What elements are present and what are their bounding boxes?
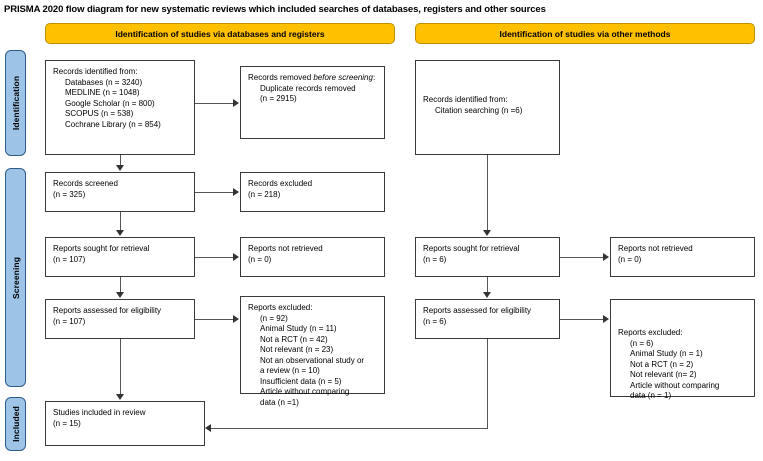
connector-assessed2-to-included-vertical [487, 339, 488, 429]
reports-sought-2-heading: Reports sought for retrieval [423, 244, 520, 253]
box-reports-not-retrieved-other: Reports not retrieved (n = 0) [610, 237, 755, 277]
column-header-other-methods: Identification of studies via other meth… [415, 23, 755, 44]
arrowhead-assessed2-to-excluded2 [603, 315, 609, 323]
reports-excluded-item: data (n =1) [260, 397, 299, 407]
arrowhead-assessed-to-included [116, 394, 124, 400]
records-screened-heading: Records screened [53, 179, 118, 188]
connector-identified-to-removed [195, 103, 234, 104]
citation-searching-heading: Records identified from: [423, 95, 508, 104]
stage-tab-included-label: Included [10, 406, 21, 442]
reports-excluded-item: (n = 92) [260, 313, 288, 323]
box-reports-excluded-other: Reports excluded: (n = 6) Animal Study (… [610, 299, 755, 400]
records-removed-heading-tail: : [372, 73, 376, 82]
records-removed-heading: Records removed before screening: [248, 73, 377, 84]
arrowhead-identified-to-screened [116, 165, 124, 171]
connector-assessed2-to-included-horizontal [211, 428, 488, 429]
reports-excluded-2-item: Not a RCT (n = 2) [630, 359, 694, 369]
records-screened-count: (n = 325) [53, 189, 86, 199]
connector-assessed-to-included [120, 339, 121, 395]
column-header-databases: Identification of studies via databases … [45, 23, 395, 44]
reports-excluded-2-item: Not relevant (n= 2) [630, 370, 697, 380]
stage-tab-included: Included [5, 397, 26, 451]
connector-assessed-to-excluded [195, 319, 234, 320]
records-identified-item: SCOPUS (n = 538) [65, 109, 134, 119]
reports-assessed-2-heading: Reports assessed for eligibility [423, 306, 532, 315]
arrowhead-sought-to-assessed [116, 292, 124, 298]
reports-assessed-heading: Reports assessed for eligibility [53, 306, 162, 315]
box-reports-sought-for-retrieval: Reports sought for retrieval (n = 107) [45, 237, 195, 277]
box-records-removed: Records removed before screening: Duplic… [240, 66, 385, 139]
reports-excluded-2-item: data (n = 1) [630, 391, 672, 401]
reports-not-retrieved-2-heading: Reports not retrieved [618, 244, 693, 253]
reports-excluded-item: a review (n = 10) [260, 366, 320, 376]
reports-assessed-count: (n = 107) [53, 316, 86, 326]
stage-tab-identification: Identification [5, 50, 26, 156]
reports-sought-heading: Reports sought for retrieval [53, 244, 150, 253]
reports-not-retrieved-count: (n = 0) [248, 254, 272, 264]
citation-searching-item: Citation searching (n =6) [435, 105, 523, 115]
arrowhead-screened-to-sought [116, 230, 124, 236]
records-identified-item: Databases (n = 3240) [65, 77, 143, 87]
reports-excluded-2-heading: Reports excluded: [618, 328, 683, 337]
arrowhead-sought2-to-not-retrieved2 [603, 253, 609, 261]
reports-not-retrieved-2-count: (n = 0) [618, 254, 642, 264]
connector-identified-to-screened [120, 155, 121, 166]
records-removed-item: Duplicate records removed [260, 83, 356, 93]
stage-tab-screening-label: Screening [10, 256, 21, 299]
arrowhead-sought-to-not-retrieved [233, 253, 239, 261]
reports-not-retrieved-heading: Reports not retrieved [248, 244, 323, 253]
arrowhead-screened-to-excluded [233, 188, 239, 196]
connector-screened-to-excluded [195, 192, 234, 193]
reports-excluded-2-item: (n = 6) [630, 338, 654, 348]
reports-excluded-item: Article without comparing [260, 387, 350, 397]
records-excluded-heading: Records excluded [248, 179, 313, 188]
connector-sought-to-assessed [120, 277, 121, 293]
studies-included-heading: Studies included in review [53, 408, 146, 417]
box-reports-assessed-for-eligibility-other: Reports assessed for eligibility (n = 6) [415, 299, 560, 339]
box-records-excluded: Records excluded (n = 218) [240, 172, 385, 212]
reports-excluded-item: Not an observational study or [260, 355, 365, 365]
box-reports-excluded: Reports excluded: (n = 92) Animal Study … [240, 296, 385, 407]
arrowhead-citation-to-sought2 [483, 230, 491, 236]
box-reports-not-retrieved: Reports not retrieved (n = 0) [240, 237, 385, 277]
records-identified-heading: Records identified from: [53, 67, 138, 76]
stage-tab-screening: Screening [5, 168, 26, 387]
reports-sought-count: (n = 107) [53, 254, 86, 264]
records-identified-item: MEDLINE (n = 1048) [65, 88, 140, 98]
box-studies-included-in-review: Studies included in review (n = 15) [45, 401, 205, 446]
records-excluded-count: (n = 218) [248, 189, 281, 199]
reports-excluded-item: Not relevant (n = 23) [260, 345, 334, 355]
reports-excluded-2-item: Animal Study (n = 1) [630, 349, 703, 359]
page-title: PRISMA 2020 flow diagram for new systema… [4, 4, 546, 15]
connector-sought2-to-not-retrieved2 [560, 257, 604, 258]
reports-excluded-item: Not a RCT (n = 42) [260, 334, 328, 344]
stage-tab-identification-label: Identification [10, 75, 21, 131]
reports-excluded-item: Animal Study (n = 11) [260, 324, 337, 334]
box-records-identified: Records identified from: Databases (n = … [45, 60, 195, 155]
records-removed-item: (n = 2915) [260, 94, 297, 104]
connector-sought2-to-assessed2 [487, 277, 488, 293]
records-removed-heading-plain: Records removed [248, 73, 314, 82]
reports-excluded-2-item: Article without comparing [630, 380, 720, 390]
arrowhead-assessed-to-excluded [233, 315, 239, 323]
arrowhead-sought2-to-assessed2 [483, 292, 491, 298]
studies-included-count: (n = 15) [53, 418, 81, 428]
records-identified-item: Cochrane Library (n = 854) [65, 119, 161, 129]
reports-assessed-2-count: (n = 6) [423, 316, 447, 326]
box-citation-searching: Records identified from: Citation search… [415, 60, 560, 155]
connector-citation-to-sought2 [487, 155, 488, 231]
connector-screened-to-sought [120, 212, 121, 231]
box-records-screened: Records screened (n = 325) [45, 172, 195, 212]
reports-sought-2-count: (n = 6) [423, 254, 447, 264]
connector-assessed2-to-excluded2 [560, 319, 604, 320]
box-reports-assessed-for-eligibility: Reports assessed for eligibility (n = 10… [45, 299, 195, 339]
arrowhead-identified-to-removed [233, 99, 239, 107]
reports-excluded-heading: Reports excluded: [248, 303, 313, 312]
records-removed-heading-italic: before screening [313, 73, 373, 82]
box-reports-sought-for-retrieval-other: Reports sought for retrieval (n = 6) [415, 237, 560, 277]
connector-sought-to-not-retrieved [195, 257, 234, 258]
reports-excluded-item: Insufficient data (n = 5) [260, 376, 342, 386]
records-identified-item: Google Scholar (n = 800) [65, 98, 155, 108]
arrowhead-assessed2-to-included [205, 424, 211, 432]
